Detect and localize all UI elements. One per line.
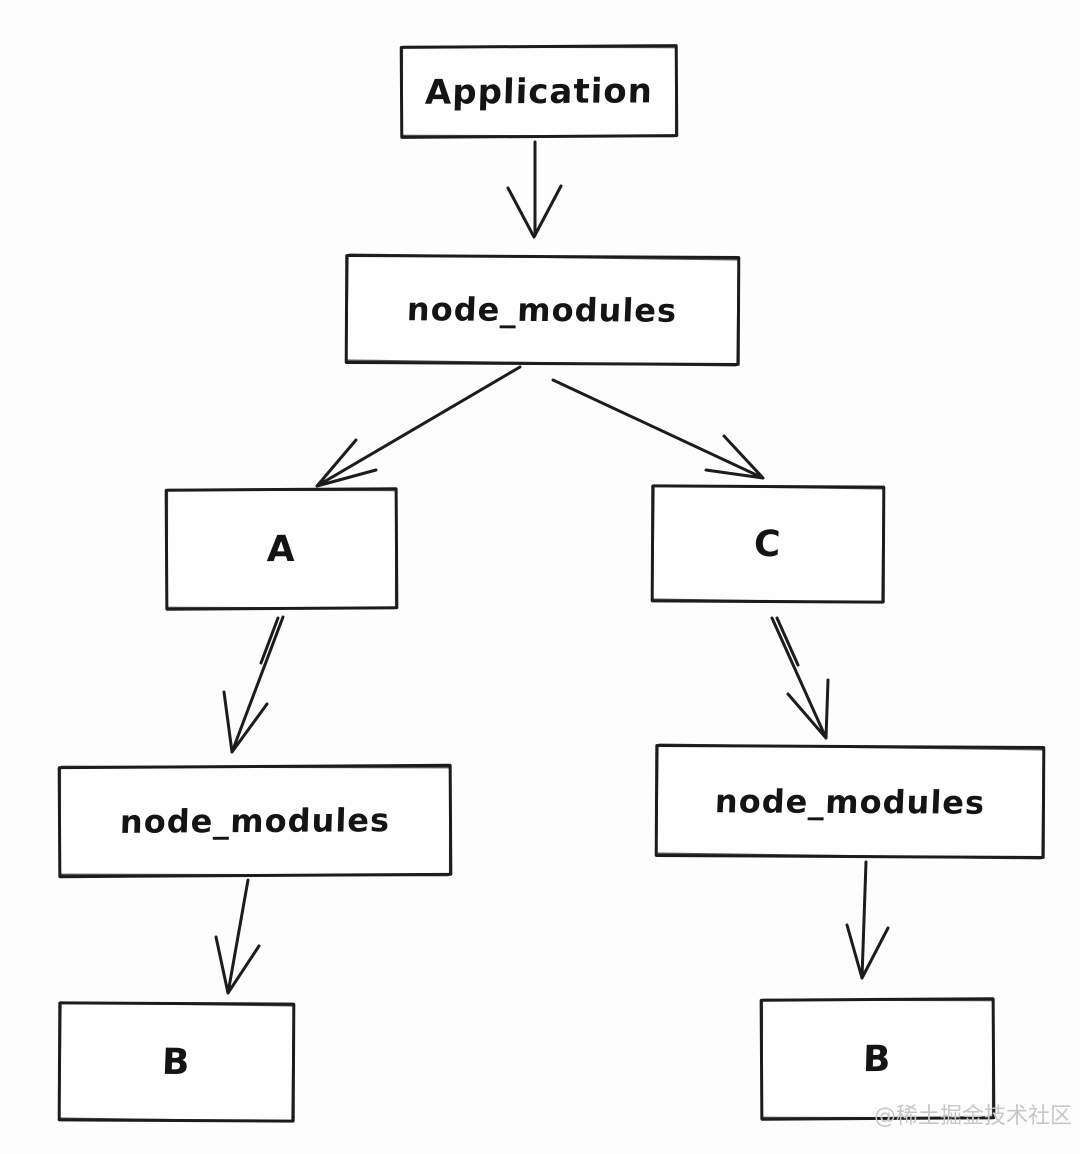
- arrow-c-modules-to-b: [845, 860, 890, 980]
- node-c-node-modules: node_modules: [654, 743, 1046, 860]
- watermark-text: @稀土掘金技术社区: [874, 1104, 1073, 1129]
- node-c-node-modules-label: node_modules: [714, 781, 986, 822]
- node-b-under-a-label: B: [161, 1041, 192, 1083]
- node-a-node-modules: node_modules: [57, 763, 453, 879]
- arrow-application-to-root-modules: [506, 140, 563, 239]
- node-a-label: A: [266, 528, 297, 570]
- arrow-root-modules-to-a: [315, 365, 522, 488]
- arrow-root-modules-to-c: [551, 378, 765, 480]
- node-b-under-c-label: B: [862, 1038, 893, 1080]
- node-application: Application: [399, 44, 679, 139]
- arrow-a-modules-to-b: [214, 878, 261, 995]
- node-a: A: [164, 487, 399, 611]
- node-c-label: C: [753, 523, 783, 565]
- node-root-node-modules-label: node_modules: [406, 290, 679, 330]
- node-a-node-modules-label: node_modules: [119, 801, 391, 841]
- node-c: C: [650, 484, 886, 604]
- node-application-label: Application: [424, 70, 654, 113]
- arrow-a-to-a-modules: [222, 615, 285, 754]
- arrow-c-to-c-modules: [770, 616, 830, 740]
- node-b-under-a: B: [57, 1001, 296, 1123]
- node-root-node-modules: node_modules: [344, 253, 741, 367]
